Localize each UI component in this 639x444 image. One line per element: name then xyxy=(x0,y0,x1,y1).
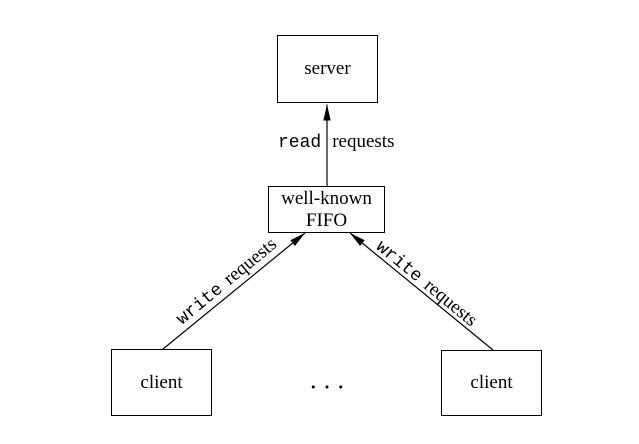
fifo-box: well-known FIFO xyxy=(268,186,385,233)
write-requests-arrow-right xyxy=(349,232,494,351)
client-right-label: client xyxy=(470,372,513,393)
fifo-label-line1: well-known xyxy=(281,187,372,209)
server-box: server xyxy=(277,35,378,103)
fifo-label-line2: FIFO xyxy=(305,209,348,231)
client-left-label: client xyxy=(140,371,183,393)
read-requests-label-serif: requests xyxy=(332,131,395,152)
read-requests-label-mono: read xyxy=(278,133,322,153)
read-requests-label: read requests xyxy=(278,131,395,154)
write-requests-arrow-left xyxy=(162,232,306,350)
ellipsis-label: ... xyxy=(310,372,353,394)
client-left-box: client xyxy=(111,349,212,416)
server-label: server xyxy=(304,58,351,79)
client-right-box: client xyxy=(441,350,542,416)
